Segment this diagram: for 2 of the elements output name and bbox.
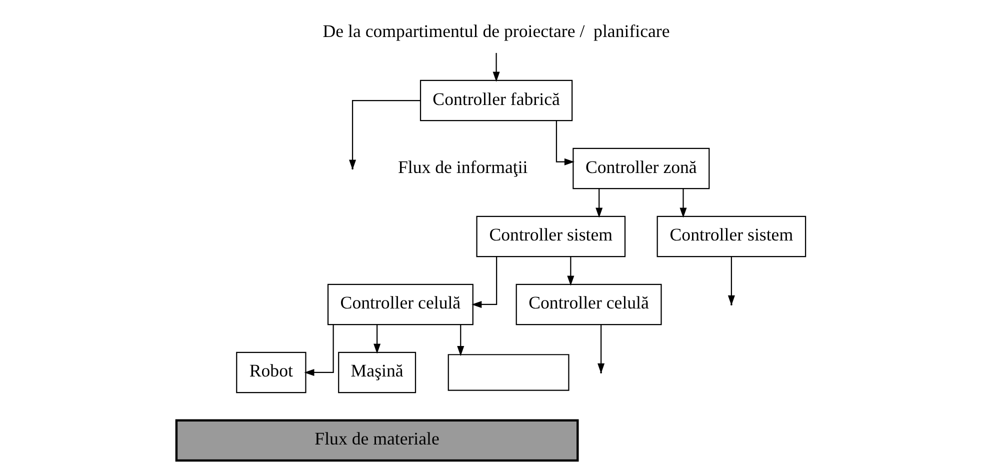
node-text: De la compartimentul de proiectare / planificare bbox=[322, 20, 670, 41]
label: Flux de informaţii bbox=[398, 156, 528, 177]
